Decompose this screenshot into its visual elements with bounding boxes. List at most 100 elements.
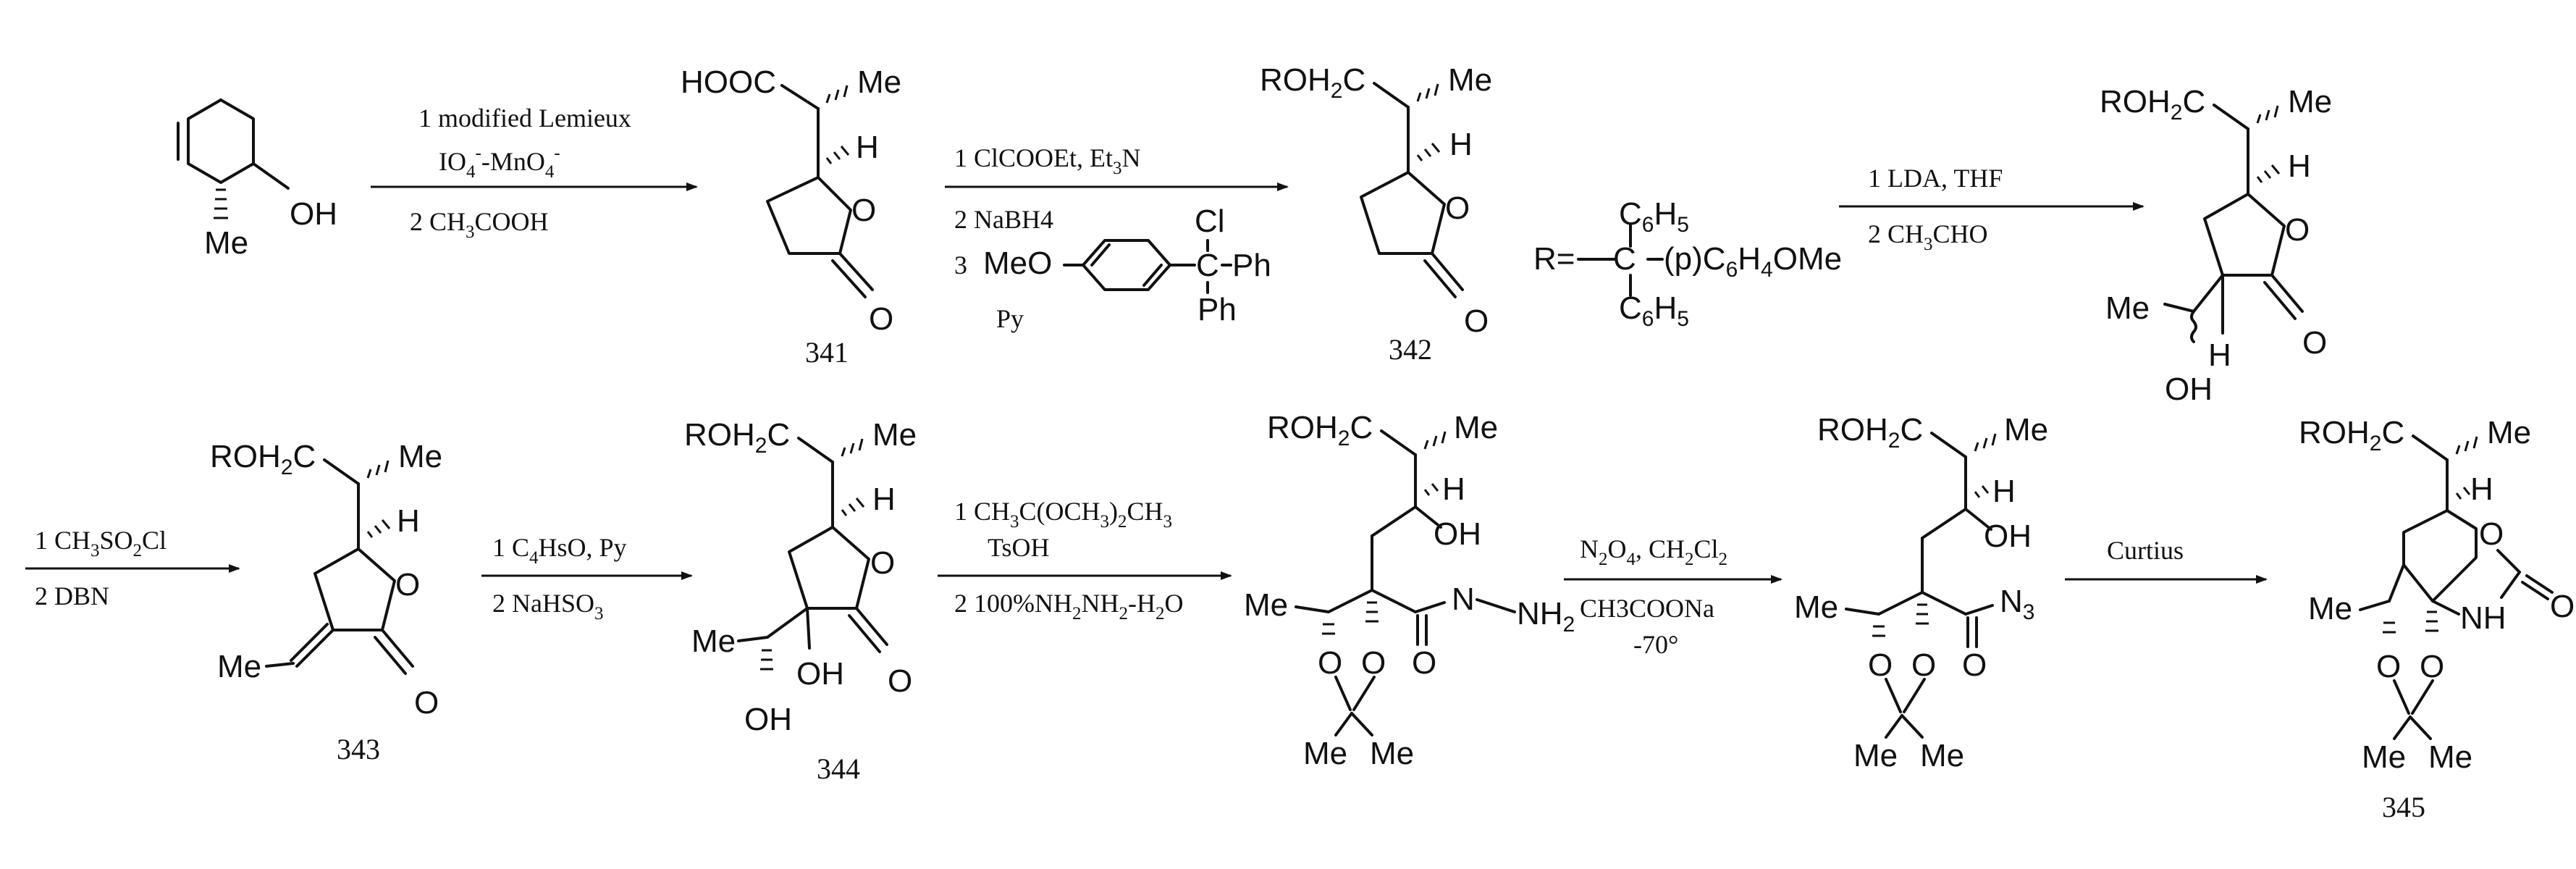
r5-line2: 2 NaHSO3 (492, 589, 604, 624)
me-label: Me (1448, 62, 1492, 98)
dioxolane-o-label: O (1361, 645, 1386, 681)
r7-line1: N2O4, CH2Cl2 (1580, 534, 1727, 569)
r4-line1: 1 CH3SO2Cl (35, 526, 167, 561)
anisyl-label: (p)C6H4OMe (1664, 241, 1842, 282)
reaction-arrow-7: N2O4, CH2Cl2 CH3COONa -70° (1564, 534, 1782, 659)
roh2c-label: ROH2C (1267, 410, 1373, 450)
ring-o-label: O (851, 193, 876, 228)
h-label: H (397, 503, 420, 539)
hooc-label: HOOC (681, 64, 776, 100)
r8-line1: Curtius (2107, 536, 2184, 565)
oh-label: OH (796, 656, 844, 692)
me-label: Me (204, 225, 248, 261)
r5-line1: 1 C4HsO, Py (492, 533, 627, 568)
roh2c-label: ROH2C (2100, 84, 2205, 125)
me-label: Me (398, 439, 442, 474)
cl-label: Cl (1195, 203, 1225, 239)
oh-label: OH (1434, 516, 1481, 552)
carbonyl-o-label: O (2302, 325, 2327, 361)
ph-label: Ph (1197, 292, 1237, 327)
oh-label: OH (290, 196, 337, 232)
r2-line2: 2 NaBH4 (954, 205, 1053, 234)
compound-label-345: 345 (2382, 791, 2425, 823)
carbonyl-o-label: O (869, 301, 893, 337)
roh2c-label: ROH2C (2299, 415, 2404, 456)
carbonyl-o-label: O (1464, 303, 1489, 339)
me-label: Me (857, 64, 901, 100)
dioxolane-o-label: O (2420, 649, 2444, 684)
oh-label: OH (2165, 371, 2213, 407)
gem-dimethyl-label: Me (1370, 736, 1414, 771)
compound-label-341: 341 (805, 336, 849, 369)
me-label: Me (2487, 415, 2531, 450)
r3-line1: 1 LDA, THF (1868, 164, 2003, 193)
oh-label: OH (744, 702, 792, 737)
r6-line2: TsOH (988, 533, 1049, 562)
phenyl-label: C6H5 (1619, 290, 1689, 331)
carbonyl-o-label: O (414, 685, 439, 721)
reaction-arrow-3: 1 LDA, THF 2 CH3CHO (1839, 164, 2144, 254)
roh2c-label: ROH2C (210, 439, 316, 479)
r1-line2: IO4--MnO4- (439, 143, 560, 182)
me-label: Me (2105, 290, 2150, 326)
py-label: Py (996, 304, 1024, 333)
phenyl-label: C6H5 (1619, 196, 1689, 237)
r3-line2: 2 CH3CHO (1868, 219, 1988, 254)
compound-344: ROH2C Me H O O OH Me OH 344 (684, 417, 917, 785)
r1-line1: 1 modified Lemieux (418, 104, 631, 133)
me-label: Me (1454, 410, 1498, 445)
h-label: H (872, 482, 896, 517)
r7-line3: -70° (1633, 630, 1678, 659)
gem-dimethyl-label: Me (1920, 738, 1964, 773)
azide-label: N3 (2000, 584, 2034, 624)
h-label: H (1992, 474, 2016, 509)
reaction-arrow-1: 1 modified Lemieux IO4--MnO4- 2 CH3COOH (371, 104, 698, 242)
carbonyl-o-label: O (1962, 647, 1987, 683)
reaction-arrow-8: Curtius (2065, 536, 2268, 584)
gem-dimethyl-label: Me (1853, 738, 1898, 773)
me-label: Me (1794, 589, 1838, 625)
amide-n-label: N (1452, 582, 1475, 617)
ph-label: Ph (1232, 248, 1271, 283)
me-label: Me (691, 624, 736, 659)
r2-line1: 1 ClCOOEt, Et3N (954, 143, 1141, 178)
dioxolane-o-label: O (1318, 645, 1342, 681)
compound-label-343: 343 (337, 733, 380, 765)
r6-line1: 1 CH3C(OCH3)2CH3 (954, 497, 1172, 532)
me-label: Me (217, 649, 261, 684)
r1-line3: 2 CH3COOH (410, 207, 549, 242)
dioxolane-o-label: O (1911, 647, 1936, 683)
r7-line2: CH3COONa (1580, 594, 1714, 623)
dioxolane-o-label: O (1868, 647, 1893, 683)
r-equals-label: R= (1533, 241, 1575, 277)
oh-label: OH (1984, 519, 2032, 554)
compound-343: ROH2C Me H O O Me 343 (210, 439, 442, 765)
r2-line3: 3 (954, 251, 967, 280)
reaction-arrow-4: 1 CH3SO2Cl 2 DBN (25, 526, 240, 610)
trityl-c-label: C (1196, 248, 1219, 283)
starting-material: OH Me (177, 98, 337, 261)
carbamate-nh-label: NH (2460, 600, 2506, 636)
h-label: H (2288, 148, 2311, 184)
me-label: Me (1244, 587, 1288, 623)
roh2c-label: ROH2C (684, 417, 790, 458)
gem-dimethyl-label: Me (1303, 736, 1347, 771)
me-label: Me (2004, 412, 2048, 448)
quaternary-c-label: C (1613, 241, 1636, 277)
ring-o-label: O (2285, 212, 2310, 248)
reaction-arrow-6: 1 CH3C(OCH3)2CH3 TsOH 2 100%NH2NH2-H2O (938, 497, 1232, 624)
h-label: H (1442, 471, 1465, 507)
reaction-arrow-5: 1 C4HsO, Py 2 NaHSO3 (481, 533, 693, 624)
ring-o-label: O (395, 567, 420, 603)
aldol-product: ROH2C Me H O O H Me OH (2100, 84, 2332, 407)
roh2c-label: ROH2C (1260, 62, 1365, 103)
r-group-definition: R= C C6H5 (p)C6H4OMe C6H5 (1533, 196, 1842, 331)
meo-label: MeO (983, 245, 1052, 281)
compound-342: ROH2C Me H O O 342 (1260, 62, 1492, 366)
hydrazide-intermediate: ROH2C Me H OH N O NH2 Me O (1244, 410, 1575, 771)
reaction-arrow-2: 1 ClCOOEt, Et3N 2 NaBH4 3 MeO C Cl Ph Ph… (945, 143, 1289, 333)
h-label: H (1449, 127, 1473, 162)
h-label: H (2470, 471, 2493, 507)
carbonyl-o-label: O (888, 663, 912, 699)
